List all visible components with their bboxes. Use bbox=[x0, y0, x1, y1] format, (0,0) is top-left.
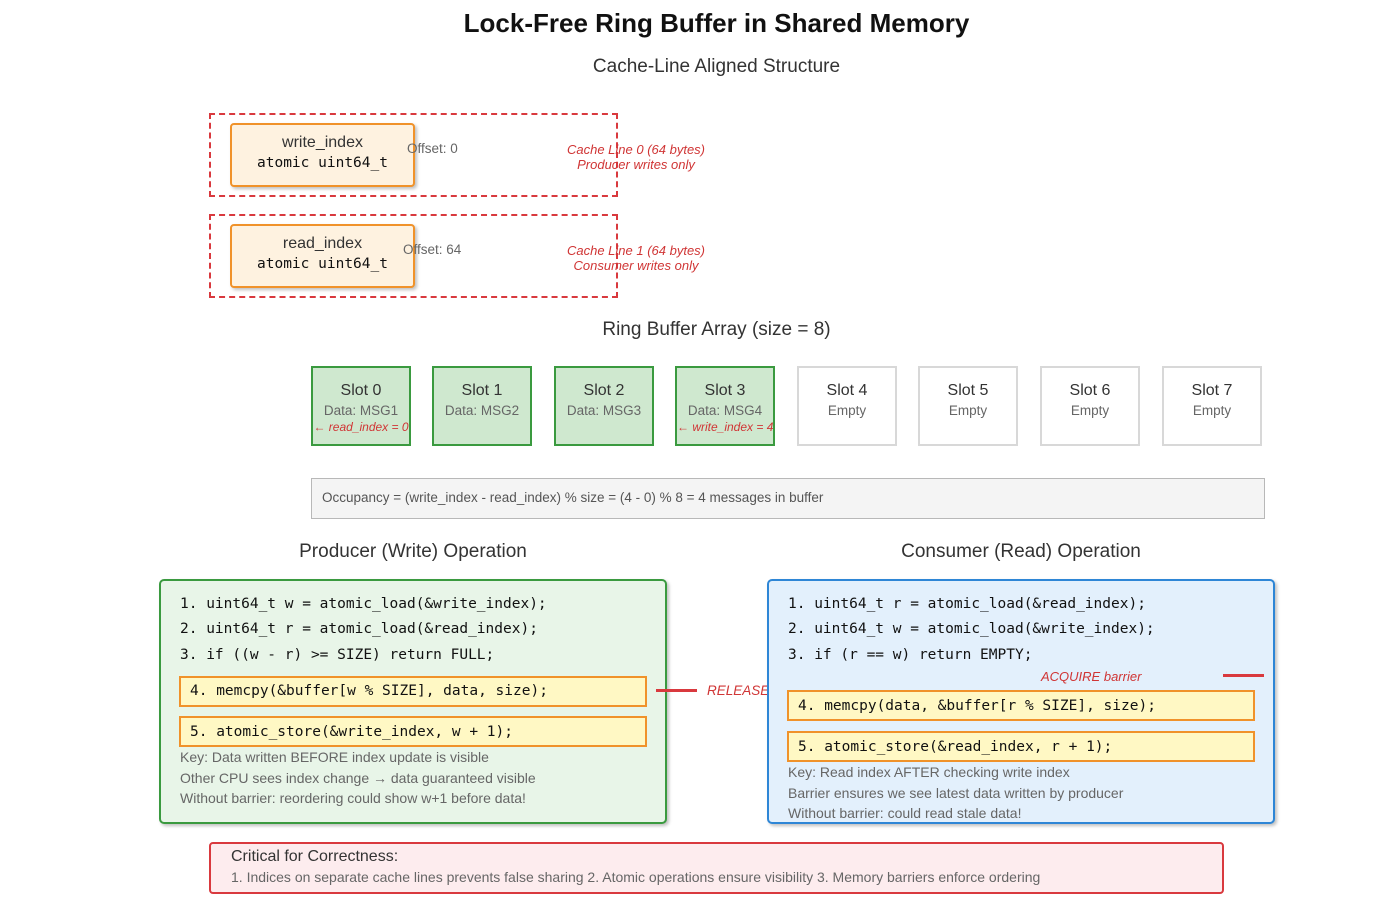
cache-line-0-label: Cache Line 0 (64 bytes) bbox=[566, 142, 706, 157]
slot-label: Slot 7 bbox=[1191, 382, 1233, 399]
slot-0: Slot 0 Data: MSG1 ← read_index = 0 bbox=[311, 366, 411, 446]
consumer-title: Consumer (Read) Operation bbox=[901, 541, 1141, 562]
critical-note bbox=[209, 842, 1224, 894]
cache-line-1-label: Cache Line 1 (64 bytes) bbox=[566, 243, 706, 258]
producer-line-2: 2. uint64_t r = atomic_load(&read_index)… bbox=[180, 621, 538, 637]
producer-line-5: 5. atomic_store(&write_index, w + 1); bbox=[179, 716, 647, 747]
producer-line-3: 3. if ((w - r) >= SIZE) return FULL; bbox=[180, 647, 495, 663]
slot-data: Data: MSG3 bbox=[566, 403, 642, 418]
cache-line-1 bbox=[209, 214, 618, 298]
consumer-line-2: 2. uint64_t w = atomic_load(&write_index… bbox=[788, 621, 1155, 637]
release-barrier-label: RELEASE bbox=[707, 683, 770, 698]
read-index-pointer: ← read_index = 0 bbox=[313, 420, 409, 434]
slot-data: Data: MSG1 bbox=[323, 403, 399, 418]
cache-line-1-note: Cache Line 1 (64 bytes) Consumer writes … bbox=[526, 243, 746, 273]
cache-line-1-writer: Consumer writes only bbox=[573, 258, 699, 273]
slot-data: Empty bbox=[827, 403, 867, 418]
write-index-pointer: ← write_index = 4 bbox=[677, 420, 774, 434]
cache-line-0-writer: Producer writes only bbox=[577, 157, 695, 172]
slot-label: Slot 0 bbox=[340, 382, 382, 399]
write-index-box: write_index atomic uint64_t bbox=[230, 123, 415, 187]
producer-key-1: Key: Data written BEFORE index update is… bbox=[180, 749, 489, 765]
critical-note-body: 1. Indices on separate cache lines preve… bbox=[231, 869, 1041, 885]
consumer-line-1: 1. uint64_t r = atomic_load(&read_index)… bbox=[788, 596, 1146, 612]
slot-data: Data: MSG4 bbox=[687, 403, 763, 418]
slot-7: Slot 7 Empty bbox=[1162, 366, 1262, 446]
producer-line-1: 1. uint64_t w = atomic_load(&write_index… bbox=[180, 596, 547, 612]
producer-key: Key: Data written BEFORE index update is… bbox=[180, 747, 536, 809]
producer-title: Producer (Write) Operation bbox=[299, 541, 527, 562]
slot-data: Empty bbox=[1070, 403, 1110, 418]
slot-5: Slot 5 Empty bbox=[918, 366, 1018, 446]
consumer-line-4: 4. memcpy(data, &buffer[r % SIZE], size)… bbox=[787, 690, 1255, 721]
release-barrier-line bbox=[656, 689, 697, 692]
write-index-type: atomic uint64_t bbox=[257, 155, 388, 171]
producer-line-4: 4. memcpy(&buffer[w % SIZE], data, size)… bbox=[179, 676, 647, 707]
slot-label: Slot 1 bbox=[461, 382, 503, 399]
slot-2: Slot 2 Data: MSG3 bbox=[554, 366, 654, 446]
critical-note-title: Critical for Correctness: bbox=[231, 848, 399, 865]
read-index-name: read_index bbox=[282, 235, 363, 252]
ring-buffer-title: Ring Buffer Array (size = 8) bbox=[602, 319, 831, 340]
acquire-barrier-line bbox=[1223, 674, 1264, 677]
slot-4: Slot 4 Empty bbox=[797, 366, 897, 446]
slot-data: Empty bbox=[1192, 403, 1232, 418]
consumer-key-3: Without barrier: could read stale data! bbox=[788, 805, 1022, 821]
slot-label: Slot 5 bbox=[947, 382, 989, 399]
slot-6: Slot 6 Empty bbox=[1040, 366, 1140, 446]
slot-label: Slot 2 bbox=[583, 382, 625, 399]
occupancy-formula: Occupancy = (write_index - read_index) %… bbox=[311, 478, 1265, 519]
consumer-key-1: Key: Read index AFTER checking write ind… bbox=[788, 764, 1070, 780]
cache-line-0-note: Cache Line 0 (64 bytes) Producer writes … bbox=[526, 142, 746, 172]
consumer-line-3: 3. if (r == w) return EMPTY; bbox=[788, 647, 1033, 663]
diagram-subtitle: Cache-Line Aligned Structure bbox=[592, 56, 841, 77]
slot-3: Slot 3 Data: MSG4 ← write_index = 4 bbox=[675, 366, 775, 446]
read-index-offset: Offset: 64 bbox=[403, 242, 462, 257]
slot-label: Slot 3 bbox=[704, 382, 746, 399]
consumer-line-5: 5. atomic_store(&read_index, r + 1); bbox=[787, 731, 1255, 762]
slot-label: Slot 4 bbox=[826, 382, 868, 399]
read-index-type: atomic uint64_t bbox=[257, 256, 388, 272]
consumer-key-2: Barrier ensures we see latest data writt… bbox=[788, 784, 1124, 801]
slot-1: Slot 1 Data: MSG2 bbox=[432, 366, 532, 446]
acquire-barrier-label: ACQUIRE barrier bbox=[1041, 669, 1142, 684]
write-index-offset: Offset: 0 bbox=[407, 141, 458, 156]
cache-line-0 bbox=[209, 113, 618, 197]
slot-data: Data: MSG2 bbox=[444, 403, 520, 418]
slot-data: Empty bbox=[948, 403, 988, 418]
write-index-name: write_index bbox=[282, 134, 363, 151]
slot-label: Slot 6 bbox=[1069, 382, 1111, 399]
producer-key-2: Other CPU sees index change → data guara… bbox=[180, 769, 536, 786]
diagram-title: Lock-Free Ring Buffer in Shared Memory bbox=[463, 8, 970, 38]
consumer-key: Key: Read index AFTER checking write ind… bbox=[788, 762, 1123, 824]
producer-key-3: Without barrier: reordering could show w… bbox=[180, 790, 526, 806]
read-index-box: read_index atomic uint64_t bbox=[230, 224, 415, 288]
